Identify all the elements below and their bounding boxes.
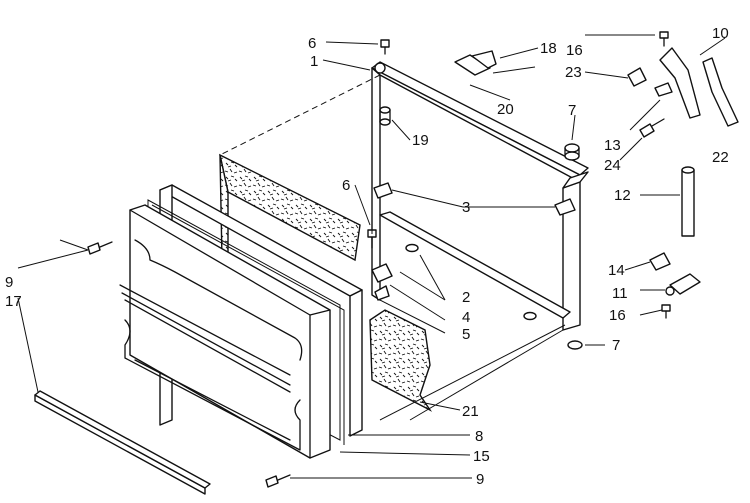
callout-11: 11: [612, 285, 628, 302]
callout-2: 2: [462, 289, 470, 306]
callout-19: 19: [412, 132, 429, 149]
handle-tube-12: [681, 166, 695, 237]
callout-14: 14: [608, 262, 625, 279]
washer-13: [654, 82, 673, 97]
hinge-cover-22: [702, 57, 739, 127]
shelf-liner: [119, 204, 331, 459]
callout-13: 13: [604, 137, 621, 154]
callout-6-middle: 6: [342, 177, 350, 194]
plug-19: [379, 106, 391, 126]
screw-9-left: [87, 241, 113, 255]
callout-23: 23: [565, 64, 582, 81]
callout-1: 1: [310, 53, 318, 70]
callout-4: 4: [462, 309, 470, 326]
screw-9-bottom: [265, 474, 291, 488]
hinge-10: [659, 47, 701, 119]
callout-24: 24: [604, 157, 621, 174]
hinge-plate-4-5: [371, 263, 393, 301]
callout-16-bottom: 16: [609, 307, 626, 324]
callout-16-top: 16: [566, 42, 583, 59]
screw-6-top: [380, 39, 390, 55]
leader-lines: [17, 34, 726, 479]
callout-20: 20: [497, 101, 514, 118]
callout-6-top: 6: [308, 35, 316, 52]
bracket-14: [649, 252, 671, 271]
lower-foam-panel: [369, 309, 433, 412]
callout-15: 15: [473, 448, 490, 465]
callout-3: 3: [462, 199, 470, 216]
screw-16-bottom: [661, 304, 671, 319]
screw-16-top: [659, 31, 669, 47]
callout-10: 10: [712, 25, 729, 42]
hinge-11-bottom: [665, 273, 701, 296]
callout-22: 22: [712, 149, 729, 166]
callout-7-bottom: 7: [612, 337, 620, 354]
callout-17: 17: [5, 293, 22, 310]
callout-7-top: 7: [568, 102, 576, 119]
callout-5: 5: [462, 326, 470, 343]
callout-21: 21: [462, 403, 479, 420]
cover-plate-18-20: [454, 50, 497, 76]
callout-12: 12: [614, 187, 631, 204]
cap-7-bottom: [567, 340, 583, 350]
screw-24: [639, 118, 665, 138]
bearings-2: [405, 243, 537, 321]
callout-9-left: 9: [5, 274, 13, 291]
callout-8: 8: [475, 428, 483, 445]
cap-7-top: [564, 143, 580, 161]
bushing-23: [627, 67, 647, 87]
callout-9-bottom: 9: [476, 471, 484, 488]
callout-labels: 6 1 18 20 19 7 16 23 10 13 24 22 12 3 6 …: [5, 25, 729, 488]
door-bar-strip: [34, 390, 211, 495]
door-frame: [371, 61, 589, 331]
callout-18: 18: [540, 40, 557, 57]
